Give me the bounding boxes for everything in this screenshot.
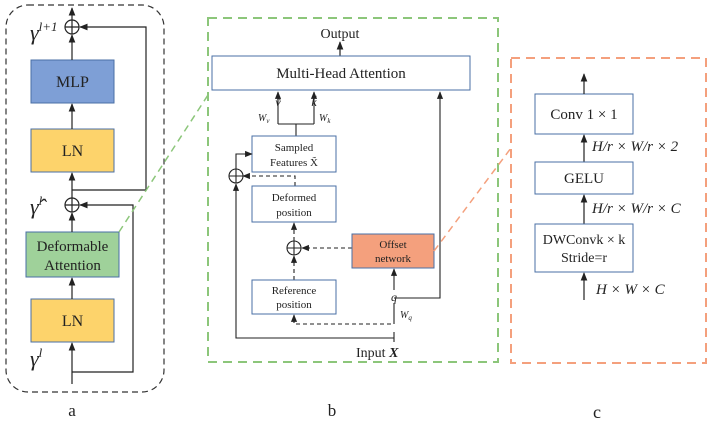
dim-in-label: H × W × C	[595, 282, 666, 298]
gelu-label: GELU	[564, 171, 604, 187]
dwconv-label-1: DWConvk × k	[543, 233, 626, 248]
offset-label-2: network	[375, 253, 412, 265]
gelu-block	[534, 161, 634, 195]
q-label: q	[391, 290, 397, 304]
sampled-label-2: Features X̃	[270, 156, 318, 169]
deformable-label-1: Deformable	[37, 239, 109, 255]
input-label: Input X	[356, 346, 399, 361]
ln-bottom-block	[30, 298, 115, 343]
zoom-connector-a	[118, 94, 209, 233]
panel-a-frame	[5, 4, 165, 393]
sampled-label-1: Sampled	[275, 142, 314, 154]
dwconv-block	[534, 223, 634, 273]
panel-c-frame	[510, 57, 707, 364]
w-v-label: Wv	[258, 113, 270, 125]
gamma-hat: γ̂l	[30, 193, 48, 219]
mlp-block	[30, 59, 115, 104]
gamma-out: γl+1	[30, 19, 58, 45]
deformed-position-block	[251, 185, 337, 223]
reference-label-1: Reference	[272, 285, 317, 297]
deformed-label-2: position	[276, 207, 312, 219]
zoom-connector-b	[433, 147, 512, 252]
dwconv-label-2: Stride=r	[561, 251, 607, 266]
deformable-label-2: Attention	[44, 258, 101, 274]
reference-position-block	[251, 279, 337, 315]
offset-label-1: Offset	[379, 239, 406, 251]
dim-top-label: H/r × W/r × 2	[591, 139, 679, 155]
panel-a-label: a	[68, 401, 76, 420]
panel-c-label: c	[593, 402, 601, 422]
dim-mid-label: H/r × W/r × C	[591, 201, 682, 217]
panel-c: Conv 1 × 1 H/r × W/r × 2 GELU H/r × W/r …	[510, 57, 707, 422]
deformed-label-1: Deformed	[272, 192, 317, 204]
deformable-attention-block	[25, 231, 120, 278]
w-q-label: Wq	[400, 310, 412, 322]
mlp-label: MLP	[56, 74, 89, 91]
ln-bottom-label: LN	[62, 313, 84, 330]
panel-b-label: b	[328, 401, 337, 420]
mha-block	[211, 55, 471, 91]
ln-top-label: LN	[62, 143, 84, 160]
conv1x1-label: Conv 1 × 1	[550, 107, 617, 123]
panel-b: Output Multi-Head Attention ṽ k̃ Wv Wk S…	[207, 17, 499, 420]
mha-label: Multi-Head Attention	[276, 66, 406, 82]
output-label: Output	[321, 27, 360, 42]
panel-b-frame	[207, 17, 499, 363]
reference-label-2: position	[276, 299, 312, 311]
panel-a: γl+1 MLP LN γ̂l Deformable Attention LN …	[5, 4, 165, 420]
sampled-features-block	[251, 135, 337, 173]
w-k-label: Wk	[319, 113, 331, 125]
gamma-in: γl	[30, 345, 43, 371]
ln-top-block	[30, 128, 115, 173]
